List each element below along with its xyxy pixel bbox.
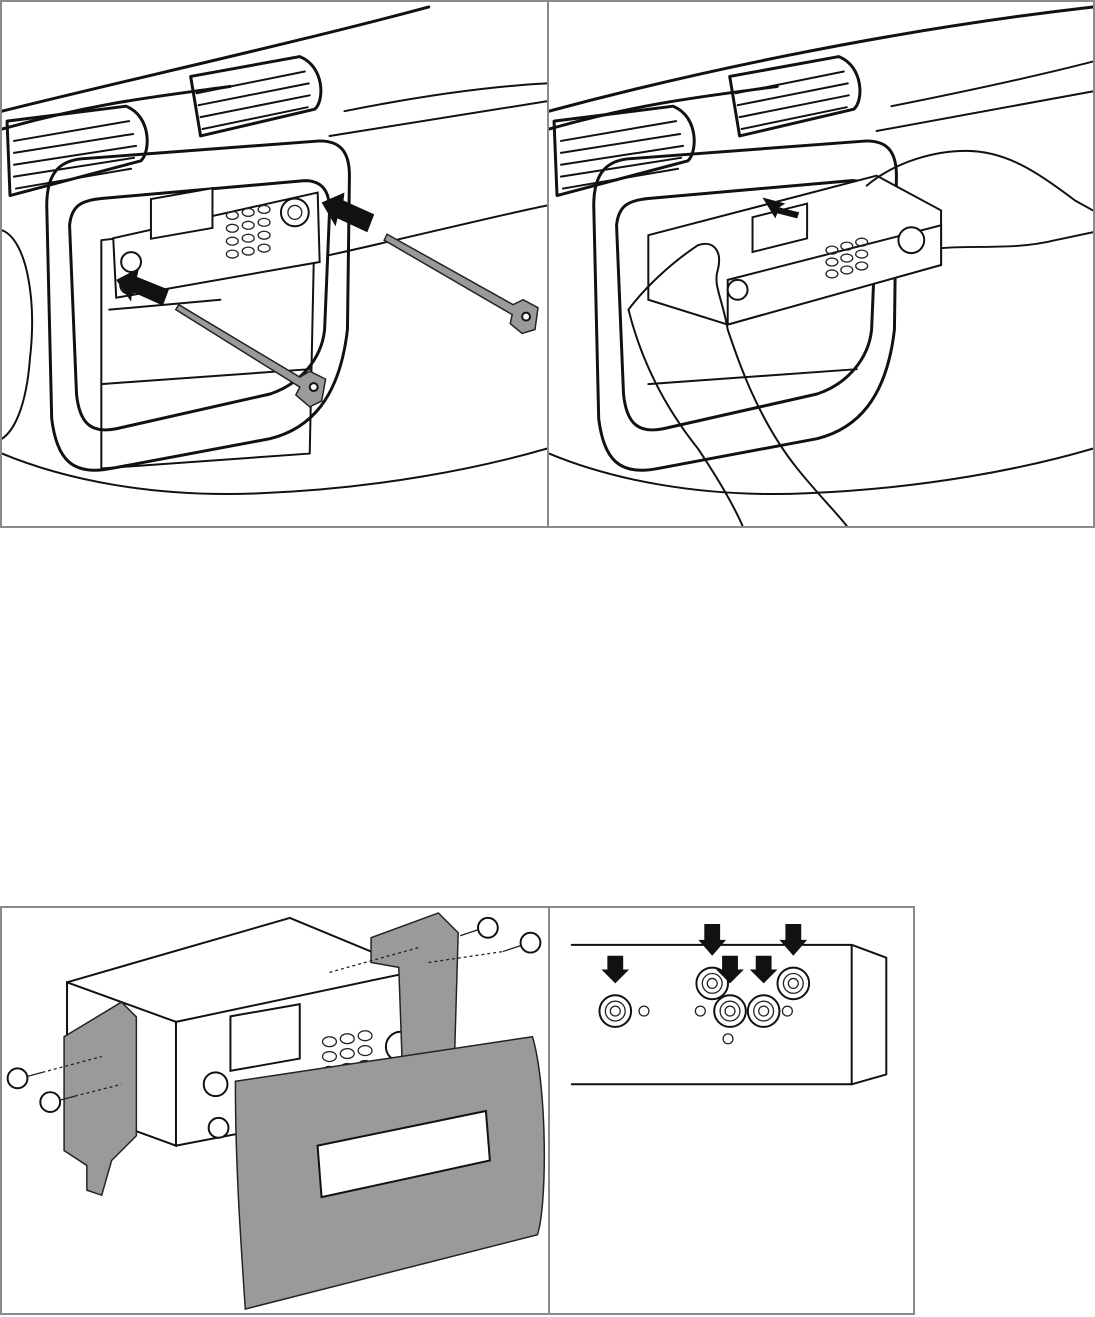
figure-bracket-assembly (0, 906, 550, 1315)
vent-center-icon (191, 57, 321, 136)
vent-left-icon (7, 106, 147, 195)
vent-center-icon (730, 57, 860, 136)
vent-left-icon (554, 106, 694, 195)
bracket-left-icon (64, 1002, 136, 1195)
figure-rear-jacks (548, 906, 915, 1315)
bracket-assembly-drawing (2, 908, 548, 1313)
removal-key-right-icon (384, 234, 538, 333)
removal-key-left-icon (176, 305, 326, 407)
jack-icon (599, 968, 809, 1044)
figure-insert-removal-keys (0, 0, 549, 528)
dashboard-hands-drawing (549, 2, 1093, 526)
rear-jacks-drawing (550, 908, 913, 1313)
dashboard-keys-drawing (2, 2, 547, 526)
figure-slide-scanner-in (547, 0, 1095, 528)
